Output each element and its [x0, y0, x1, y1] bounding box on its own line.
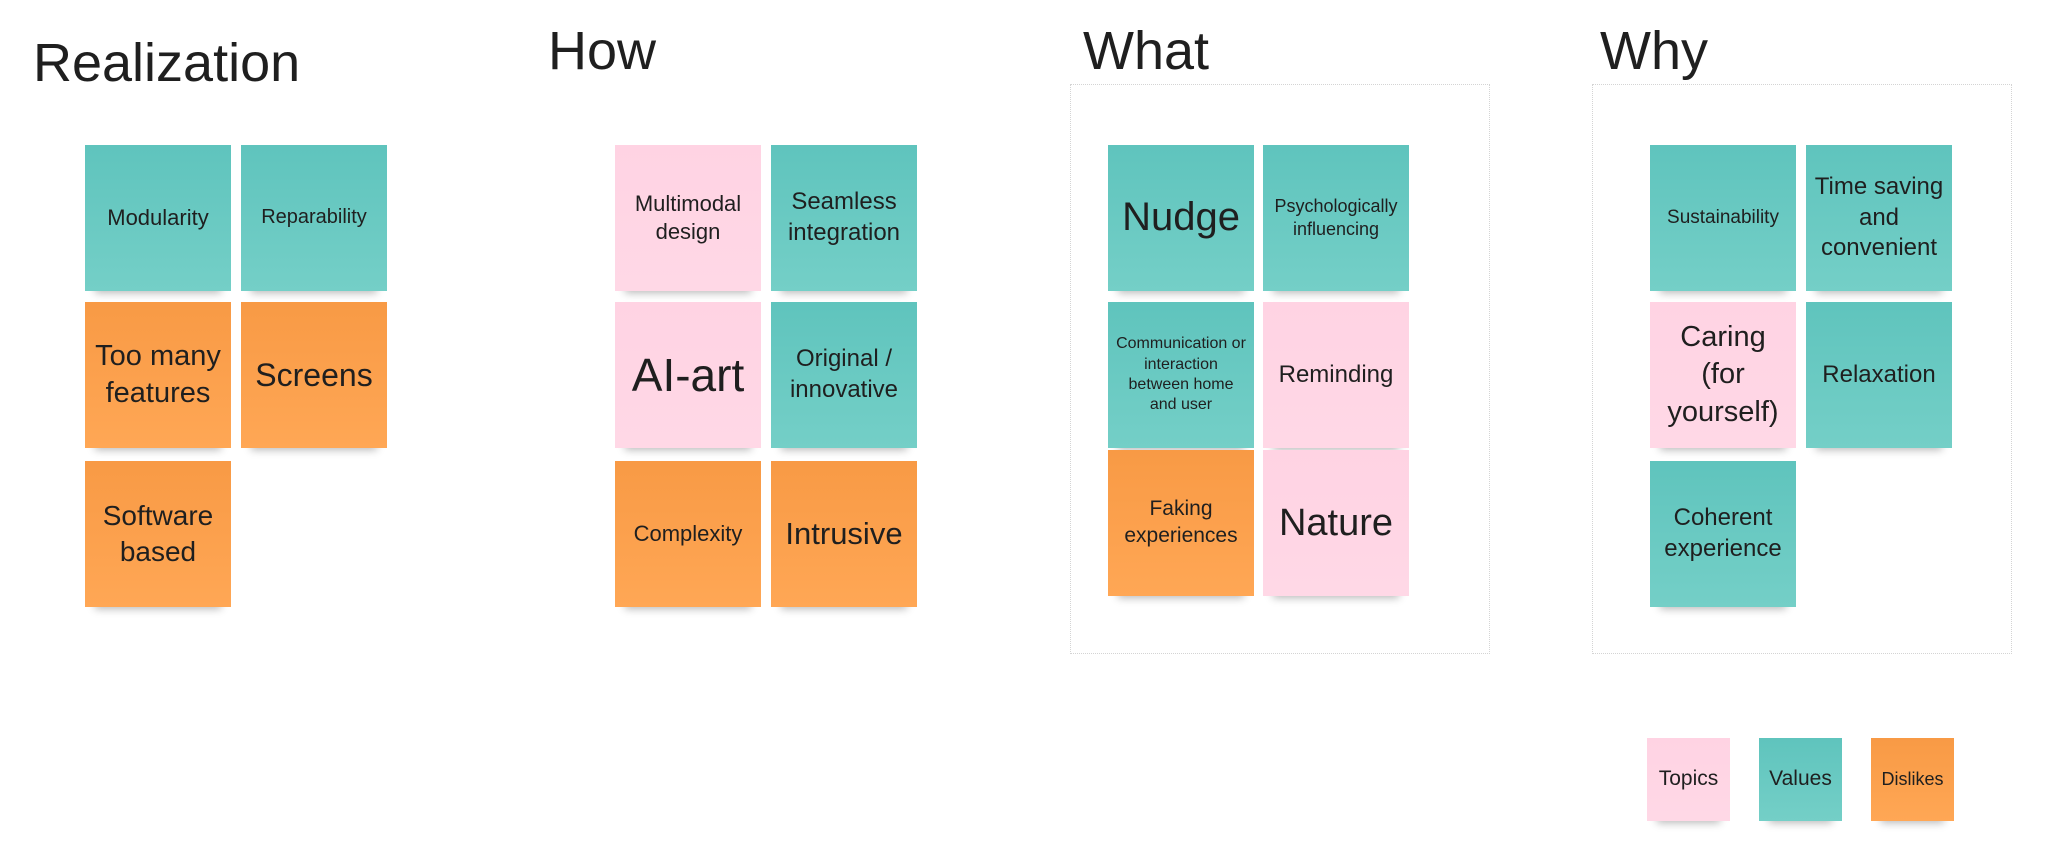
sticky-note-multimodal-design[interactable]: Multimodal design [615, 145, 761, 291]
sticky-note-text: Coherent experience [1664, 504, 1782, 562]
sticky-note-text: Original / innovative [789, 345, 899, 403]
sticky-note-caring[interactable]: Caring (for yourself) [1650, 302, 1796, 448]
sticky-note-relaxation[interactable]: Relaxation [1806, 302, 1952, 448]
sticky-note-text: Complexity [633, 520, 743, 546]
sticky-note-text: Nature [1278, 501, 1394, 544]
heading-why: Why [1600, 21, 1708, 81]
sticky-note-too-many-features[interactable]: Too many features [85, 302, 231, 448]
sticky-note-modularity[interactable]: Modularity [85, 145, 231, 291]
sticky-note-text: Multimodal design [634, 190, 742, 244]
legend-label: Topics [1658, 767, 1719, 791]
sticky-note-faking-experiences[interactable]: Faking experiences [1108, 450, 1254, 596]
legend-label: Dislikes [1881, 768, 1944, 789]
sticky-note-text: Time saving and convenient [1814, 172, 1944, 262]
sticky-note-text: Nudge [1122, 195, 1240, 240]
sticky-note-coherent-experience[interactable]: Coherent experience [1650, 461, 1796, 607]
heading-realization: Realization [33, 33, 301, 93]
sticky-note-text: Intrusive [785, 516, 903, 552]
sticky-note-text: Sustainability [1667, 206, 1779, 228]
sticky-note-text: AI-art [631, 348, 745, 401]
legend-label: Values [1769, 767, 1832, 791]
legend-dislikes[interactable]: Dislikes [1871, 738, 1954, 821]
heading-what: What [1083, 21, 1210, 81]
sticky-note-software-based[interactable]: Software based [85, 461, 231, 607]
heading-how: How [548, 21, 657, 81]
sticky-note-intrusive[interactable]: Intrusive [771, 461, 917, 607]
sticky-note-text: Modularity [107, 204, 209, 230]
sticky-note-ai-art[interactable]: AI-art [615, 302, 761, 448]
sticky-note-text: Faking experiences [1124, 497, 1238, 547]
legend-topics[interactable]: Topics [1647, 738, 1730, 821]
sticky-note-text: Relaxation [1822, 360, 1936, 388]
sticky-note-text: Reminding [1278, 360, 1394, 388]
sticky-note-text: Screens [255, 356, 373, 393]
sticky-note-original-innovative[interactable]: Original / innovative [771, 302, 917, 448]
sticky-note-text: Reparability [261, 206, 367, 229]
sticky-note-text: Too many features [95, 339, 221, 409]
sticky-note-seamless-integration[interactable]: Seamless integration [771, 145, 917, 291]
sticky-note-communication[interactable]: Communication or interaction between hom… [1108, 302, 1254, 448]
sticky-note-nudge[interactable]: Nudge [1108, 145, 1254, 291]
sticky-note-text: Caring (for yourself) [1667, 321, 1779, 428]
sticky-note-time-saving[interactable]: Time saving and convenient [1806, 145, 1952, 291]
sticky-note-text: Software based [102, 500, 214, 567]
sticky-note-psychologically-influencing[interactable]: Psychologically influencing [1263, 145, 1409, 291]
sticky-note-sustainability[interactable]: Sustainability [1650, 145, 1796, 291]
sticky-note-text: Communication or interaction between hom… [1116, 335, 1246, 414]
legend-values[interactable]: Values [1759, 738, 1842, 821]
sticky-note-reparability[interactable]: Reparability [241, 145, 387, 291]
sticky-note-complexity[interactable]: Complexity [615, 461, 761, 607]
sticky-note-text: Seamless integration [787, 188, 901, 246]
sticky-note-reminding[interactable]: Reminding [1263, 302, 1409, 448]
sticky-note-screens[interactable]: Screens [241, 302, 387, 448]
why-frame[interactable] [1592, 84, 2012, 654]
sticky-note-nature[interactable]: Nature [1263, 450, 1409, 596]
sticky-note-text: Psychologically influencing [1274, 195, 1398, 239]
what-frame[interactable] [1070, 84, 1490, 654]
